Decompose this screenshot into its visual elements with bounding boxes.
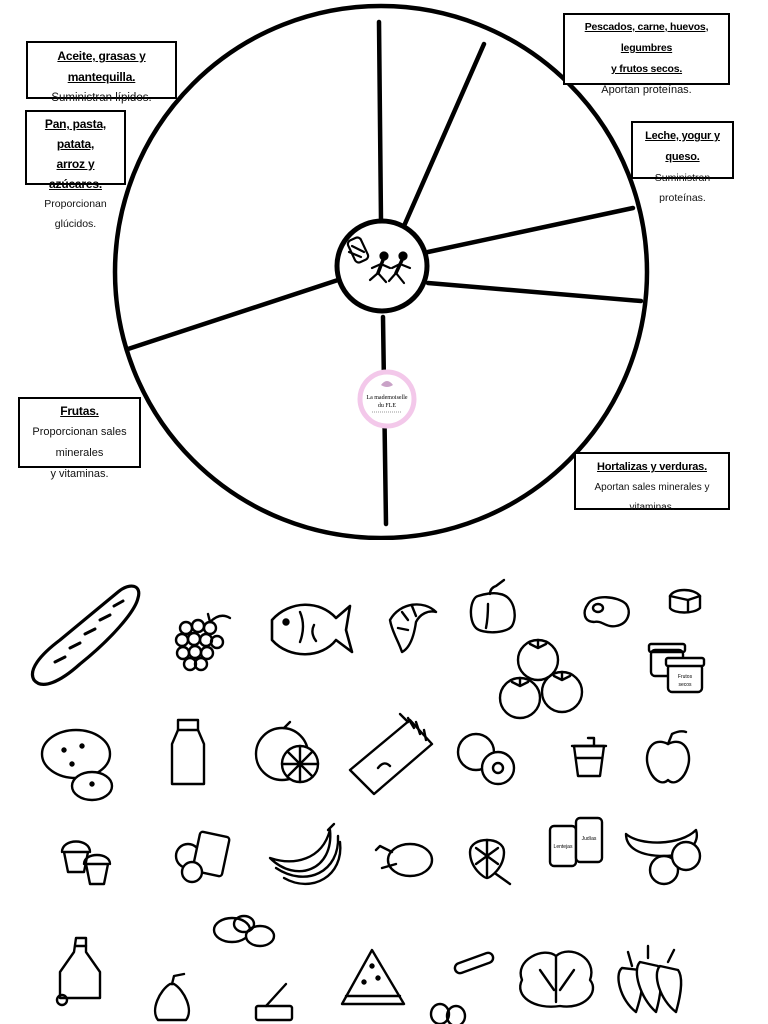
category-description: Aportan proteínas. [601,84,692,96]
wheel-dividers [125,19,644,527]
category-title: Frutas. [60,404,99,418]
orange-icon[interactable] [254,720,320,784]
runners-with-water-bottle-icon [346,236,412,285]
pasta-package-icon[interactable] [348,712,434,796]
potatoes-icon[interactable] [40,728,114,802]
category-title-line-1: Pan, pasta, patata, [44,117,107,151]
divider-right-upper [425,205,636,255]
sausage-icon[interactable] [453,951,495,975]
cucumber-icon[interactable] [624,828,702,886]
croissant-icon[interactable] [388,603,438,654]
roast-chicken-icon[interactable] [374,842,434,878]
cheese-icon[interactable] [668,588,702,614]
category-label-dairy: Leche, yogur y queso. Suministran proteí… [631,121,734,204]
food-wheel: La mademoiselle du FLE [112,3,650,540]
category-label-protein: Pescados, carne, huevos, legumbres y fru… [563,13,730,96]
watermark-line-1: La mademoiselle [366,395,407,401]
nuts-jar-label-2: secos [678,682,692,688]
category-title: Leche, yogur y queso. [645,130,720,163]
grapes-icon[interactable] [174,612,232,672]
watermark-badge: La mademoiselle du FLE [357,369,417,429]
watermelon-icon[interactable] [340,948,406,1006]
category-title: Hortalizas y verduras. [597,461,707,473]
flower-icon [381,381,393,387]
dried-fruit-jars-icon[interactable]: Frutos secos [647,642,706,694]
divider-top-right [401,41,487,229]
fish-icon[interactable] [270,603,354,656]
category-title-line-2: arroz y azúcares. [49,157,102,191]
divider-right-lower [425,280,644,304]
quail-eggs-icon[interactable] [429,1002,467,1024]
category-label-carbs: Pan, pasta, patata, arroz y azúcares. Pr… [25,110,126,230]
category-description: Aportan sales minerales y vitaminas. [594,482,710,513]
category-label-fats: Aceite, grasas y mantequilla. Suministra… [26,41,177,104]
beans-jar-label: Judías [582,836,597,842]
oil-bottle-icon[interactable] [55,936,102,1007]
divider-top [376,19,384,224]
category-description-line-2: y vitaminas. [50,468,109,480]
cookies-icon[interactable] [174,830,231,884]
bananas-icon[interactable] [268,822,342,886]
lentils-jar-label: Lentejas [554,844,573,850]
carrots-icon[interactable] [617,944,683,1014]
category-description: Suministran proteínas. [654,172,711,204]
category-description: Proporcionan glúcidos. [44,198,107,230]
steak-icon[interactable] [583,596,630,628]
apple-icon[interactable] [645,730,691,784]
category-title: Aceite, grasas y mantequilla. [57,49,146,84]
lentils-beans-jars-icon[interactable]: Lentejas Judías [548,816,604,868]
cupcakes-icon[interactable] [60,840,112,886]
butter-icon[interactable] [254,982,294,1022]
baguette-icon[interactable] [30,584,141,686]
category-label-fruits: Frutas. Proporcionan sales minerales y v… [18,397,141,480]
category-title-line-2: y frutos secos. [610,63,683,75]
pepper-icon[interactable] [469,578,516,634]
eggs-icon[interactable] [212,914,276,948]
artichoke-icon[interactable] [468,838,512,886]
divider-left [125,277,341,352]
category-description-line-1: Proporcionan sales minerales [32,426,127,459]
lettuce-icon[interactable] [519,950,595,1008]
category-description: Suministran lípidos. [51,92,152,104]
category-label-veg: Hortalizas y verduras. Aportan sales min… [574,452,730,513]
watermark-line-2: du FLE [378,403,397,409]
kiwis-icon[interactable] [456,732,516,786]
tomatoes-icon[interactable] [498,638,584,720]
pear-icon[interactable] [153,972,191,1022]
yogurt-icon[interactable] [570,736,608,778]
nuts-jar-label-1: Frutos [678,674,693,680]
category-title-line-1: Pescados, carne, huevos, legumbres [584,21,709,54]
milk-bottle-icon[interactable] [170,718,206,786]
